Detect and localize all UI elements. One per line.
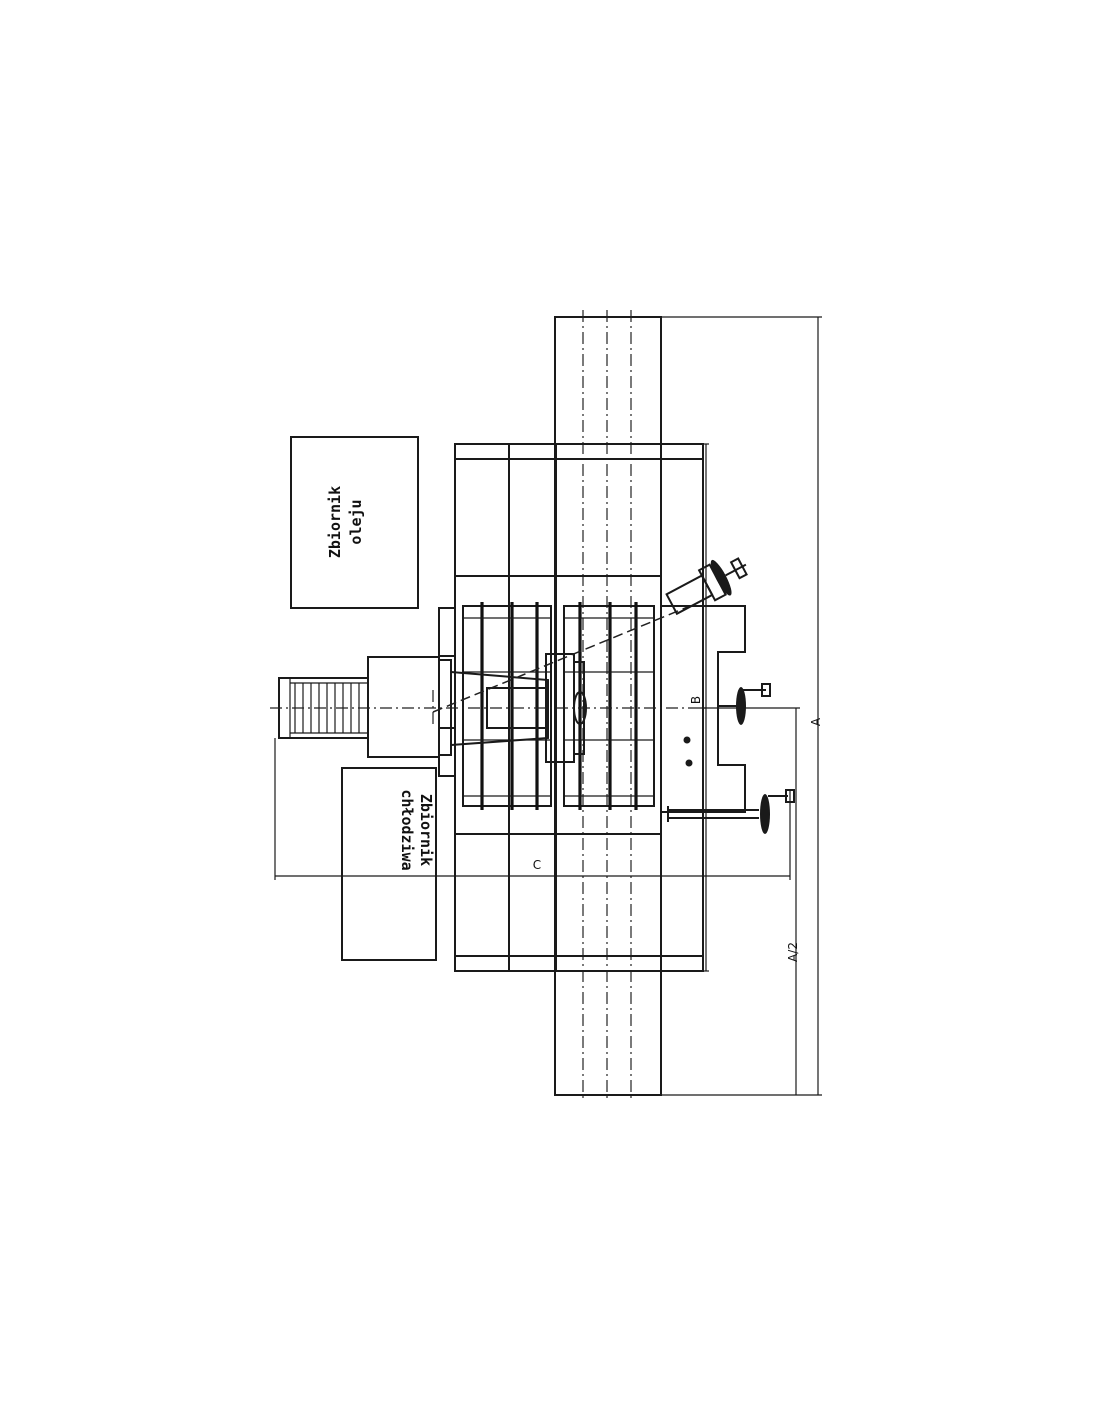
table-travel-outline [554, 310, 662, 1100]
dimension-b-label: B [689, 696, 703, 704]
oil-tank-label-line2: oleju [347, 499, 365, 544]
angled-handwheel [665, 557, 748, 616]
dimension-a-label: A [809, 717, 823, 726]
dimension-a-half-label: A/2 [786, 942, 800, 962]
work-table [454, 575, 662, 835]
coolant-tank-label-line2: chłodziwa [398, 789, 416, 870]
motor-fins [294, 683, 360, 733]
handwheel-bottom [667, 789, 795, 834]
coolant-tank-label-line1: Zbiornik [417, 794, 435, 866]
dimension-lines: A A/2 C [274, 316, 823, 1096]
dimension-c-label: C [533, 858, 541, 872]
handwheel-middle [718, 683, 771, 725]
coolant-tank: Zbiornik chłodziwa [341, 767, 437, 961]
oil-tank-label-line1: Zbiornik [326, 486, 344, 558]
oil-tank: Zbiornik oleju [290, 436, 419, 609]
column-plates [438, 607, 456, 777]
centre-lines [270, 605, 710, 727]
